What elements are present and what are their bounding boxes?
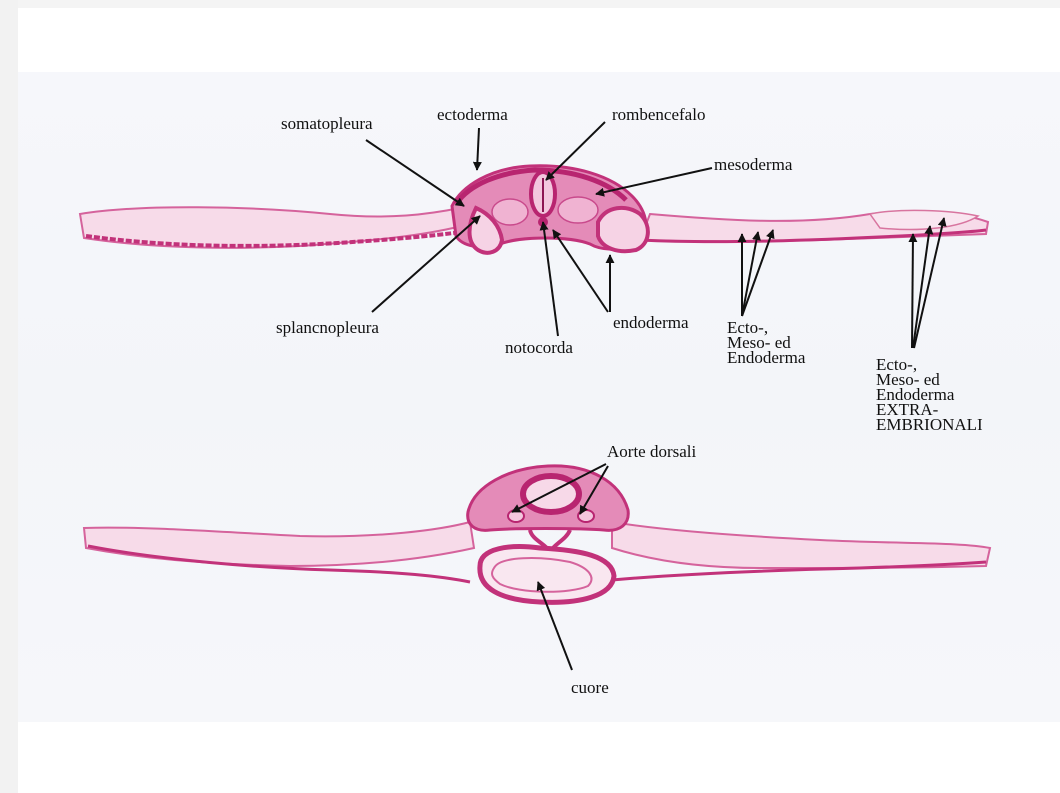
label-cuore: cuore	[571, 680, 609, 695]
upper-section	[80, 166, 988, 253]
arrow-germ-layers-3	[742, 230, 773, 316]
label-rombencefalo: rombencefalo	[612, 107, 705, 122]
label-germ-layers-line: Endoderma	[727, 350, 805, 365]
upper-right-mesoderm	[558, 197, 598, 223]
lower-left-dorsal-aorta	[508, 510, 524, 522]
label-endoderma: endoderma	[613, 315, 689, 330]
label-aorte-dorsali: Aorte dorsali	[607, 444, 696, 459]
label-somatopleura: somatopleura	[281, 116, 373, 131]
label-notocorda: notocorda	[505, 340, 573, 355]
label-ectoderma: ectoderma	[437, 107, 508, 122]
upper-right-coelom-fold	[598, 208, 648, 251]
upper-left-mesoderm	[492, 199, 528, 225]
lower-left-membrane	[84, 522, 474, 566]
arrow-germ-layers-2	[742, 232, 758, 316]
label-germ-layers-extra: Ecto-, Meso- ed Endoderma EXTRA- EMBRION…	[876, 357, 983, 432]
arrow-extra-layers-1	[912, 234, 913, 348]
label-mesoderma: mesoderma	[714, 157, 792, 172]
label-germ-layers: Ecto-, Meso- ed Endoderma	[727, 320, 805, 365]
lower-right-membrane	[612, 522, 990, 568]
lower-heart	[480, 547, 614, 603]
arrow-ectoderma	[477, 128, 479, 170]
label-splancnopleura: splancnopleura	[276, 320, 379, 335]
label-extra-line: EMBRIONALI	[876, 417, 983, 432]
arrow-somatopleura	[366, 140, 464, 206]
lower-section	[84, 466, 990, 602]
